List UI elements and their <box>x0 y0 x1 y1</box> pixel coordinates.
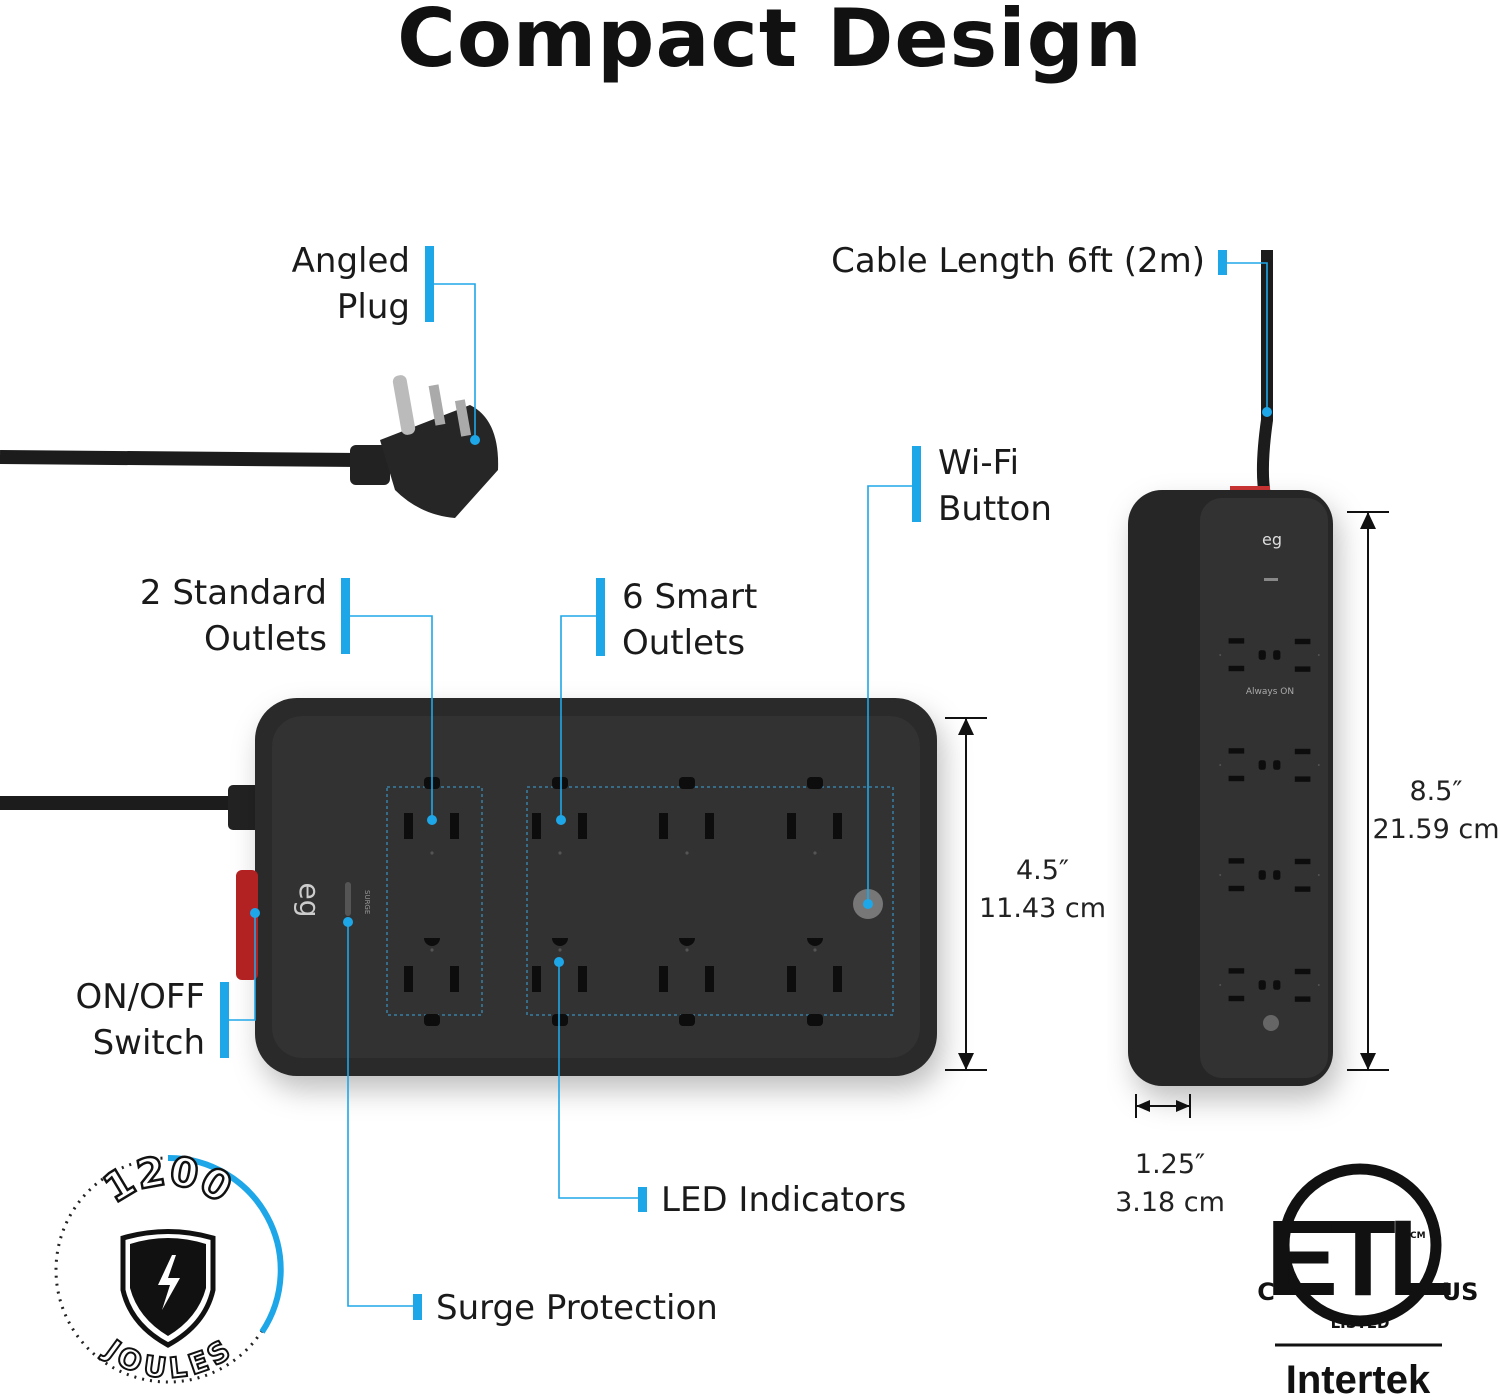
svg-text:ETL: ETL <box>1266 1197 1451 1318</box>
cable-length-label: Cable Length 6ft (2m) <box>831 241 1205 281</box>
svg-text:C: C <box>1257 1278 1275 1306</box>
outlet <box>1273 858 1320 892</box>
outlet <box>1273 748 1320 782</box>
outlet <box>1219 858 1266 892</box>
depth-dimension: 1.25″3.18 cm <box>1115 1149 1225 1218</box>
outlet <box>1273 638 1320 672</box>
svg-text:US: US <box>1442 1278 1479 1306</box>
outlet <box>659 938 714 1026</box>
outlet <box>532 938 587 1026</box>
led-indicators-label: LED Indicators <box>661 1180 907 1220</box>
outlet <box>1273 968 1320 1002</box>
angled-plug <box>0 375 499 518</box>
callout-lines <box>220 246 1272 1320</box>
surge-protection-label: Surge Protection <box>436 1288 718 1328</box>
outlet <box>659 777 714 855</box>
joules-badge: 1200 JOULES <box>54 1147 284 1386</box>
svg-text:eg: eg <box>293 883 326 918</box>
outlet <box>1219 638 1266 672</box>
outlet <box>1219 748 1266 782</box>
outlet <box>532 777 587 855</box>
power-strip-front <box>255 698 937 1076</box>
smart-outlets-group <box>526 786 894 1016</box>
svg-text:LISTED: LISTED <box>1331 1314 1390 1332</box>
surge-marking: SURGE <box>363 890 371 914</box>
page-title: Compact Design <box>397 0 1143 85</box>
lightning-icon <box>158 1255 180 1310</box>
svg-text:CM: CM <box>1410 1231 1426 1241</box>
length-dimension: 8.5″21.59 cm <box>1372 776 1500 845</box>
dimension-lines <box>945 511 1389 1118</box>
height-dimension: 4.5″11.43 cm <box>978 855 1107 924</box>
outlet <box>787 938 842 1026</box>
etl-listed-logo: ETL CM LISTED C US Intertek <box>1257 1163 1479 1400</box>
intertek-label: Intertek <box>1286 1358 1431 1400</box>
outlet <box>404 938 459 1026</box>
outlet <box>787 777 842 855</box>
svg-text:eg: eg <box>1262 530 1282 549</box>
always-on-marking: Always ON <box>1246 687 1294 697</box>
on-off-switch[interactable] <box>236 870 258 980</box>
outlet <box>1219 968 1266 1002</box>
